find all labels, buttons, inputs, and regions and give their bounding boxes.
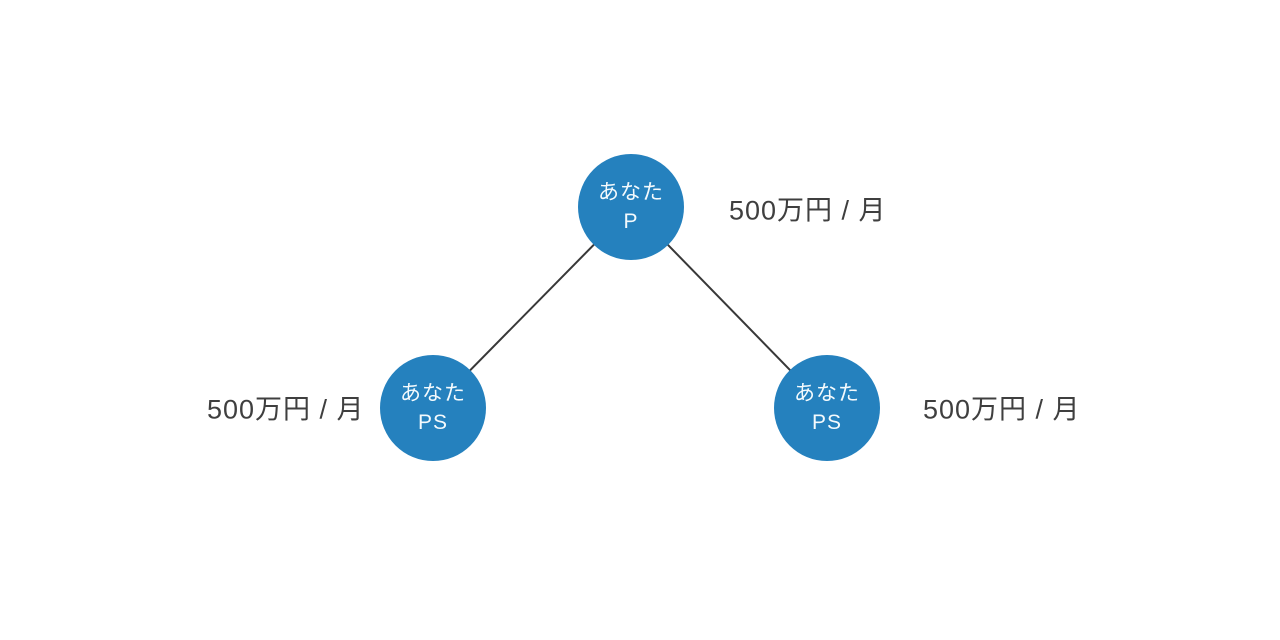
node-label-line2: P xyxy=(623,210,639,233)
node-you-ps-left: あなた PS xyxy=(380,355,486,461)
node-label-line1: あなた xyxy=(598,180,664,204)
annotation-top-node-income: 500万円 / 月 xyxy=(729,195,887,226)
node-label-line1: あなた xyxy=(794,381,860,405)
node-you-ps-right: あなた PS xyxy=(774,355,880,461)
node-label-line2: PS xyxy=(811,411,842,434)
node-label-line2: PS xyxy=(417,411,448,434)
annotation-left-node-income: 500万円 / 月 xyxy=(207,394,365,425)
node-label-line1: あなた xyxy=(400,381,466,405)
annotation-right-node-income: 500万円 / 月 xyxy=(923,394,1081,425)
node-you-p: あなた P xyxy=(578,154,684,260)
